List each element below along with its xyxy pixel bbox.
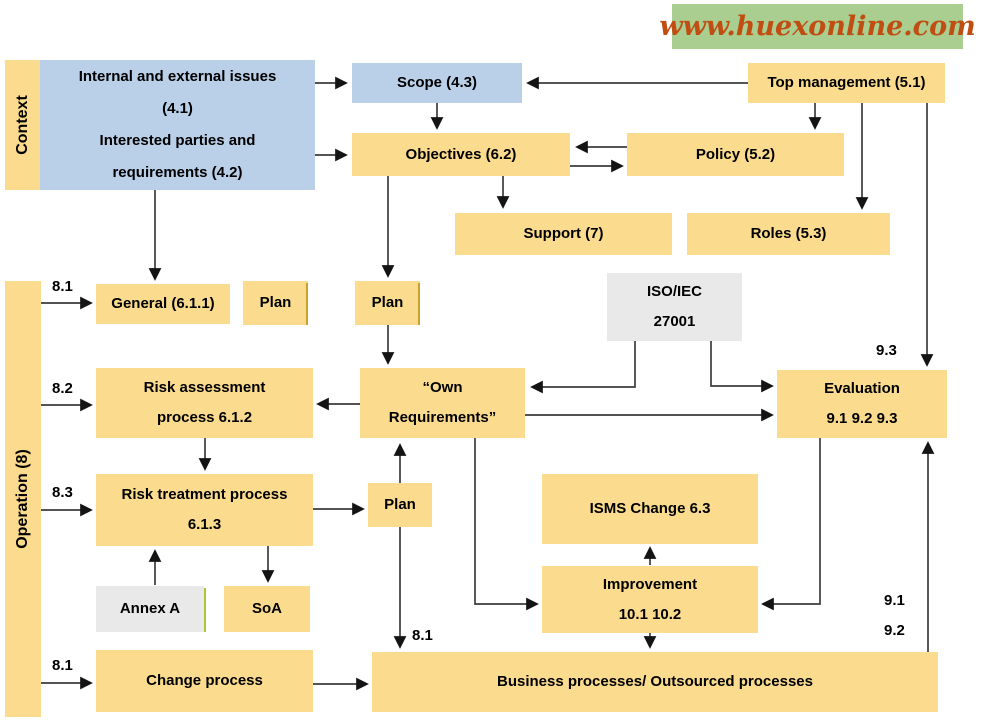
box-scope: Scope (4.3): [352, 63, 522, 103]
risk-treatment-line1: Risk treatment process: [121, 486, 288, 503]
policy-label: Policy (5.2): [695, 145, 776, 163]
label-9-2: 9.2: [884, 622, 905, 639]
iso-line2: 27001: [653, 313, 696, 330]
box-support: Support (7): [455, 213, 672, 255]
label-9-3: 9.3: [876, 342, 897, 359]
box-top-management: Top management (5.1): [748, 63, 945, 103]
roles-label: Roles (5.3): [750, 225, 827, 242]
box-plan-general: Plan: [243, 281, 308, 325]
box-iso-iec-27001: ISO/IEC 27001: [607, 273, 742, 341]
box-annex-a: Annex A: [96, 586, 204, 632]
objectives-label: Objectives (6.2): [405, 145, 517, 163]
box-plan-objectives: Plan: [355, 281, 420, 325]
plan-objectives-label: Plan: [371, 294, 404, 311]
risk-assessment-line1: Risk assessment: [143, 379, 266, 396]
band-context-label: Context: [13, 95, 31, 155]
box-soa: SoA: [224, 586, 310, 632]
improvement-line1: Improvement: [602, 575, 698, 593]
own-requirements-line2: Requirements”: [388, 409, 497, 426]
label-8-1-business: 8.1: [412, 627, 433, 644]
improvement-line2: 10.1 10.2: [618, 605, 682, 623]
box-roles: Roles (5.3): [687, 213, 890, 255]
evaluation-line1: Evaluation: [824, 380, 900, 397]
annex-a-label: Annex A: [119, 600, 181, 617]
box-policy: Policy (5.2): [627, 133, 844, 176]
box-risk-treatment-process: Risk treatment process 6.1.3: [96, 474, 313, 546]
box-isms-change: ISMS Change 6.3: [542, 474, 758, 544]
box-risk-assessment-process: Risk assessment process 6.1.2: [96, 368, 313, 438]
issues-line1: Internal and external issues: [78, 68, 277, 85]
plan-objectives-edge-line: [418, 283, 420, 325]
change-process-label: Change process: [146, 672, 263, 689]
annex-a-edge-line: [204, 588, 206, 632]
label-8-3: 8.3: [52, 484, 73, 501]
scope-label: Scope (4.3): [396, 74, 478, 91]
box-business-processes: Business processes/ Outsourced processes: [372, 652, 938, 712]
issues-line2: (4.1): [162, 100, 193, 117]
box-internal-external-issues: Internal and external issues (4.1) Inter…: [40, 60, 315, 190]
risk-treatment-line2: 6.1.3: [187, 516, 222, 533]
plan-general-edge-line: [306, 283, 308, 325]
plan-risk-treatment-label: Plan: [384, 496, 416, 513]
label-8-2: 8.2: [52, 380, 73, 397]
box-objectives: Objectives (6.2): [352, 133, 570, 176]
general-label: General (6.1.1): [111, 295, 215, 312]
band-context: Context: [5, 60, 40, 190]
issues-line4: requirements (4.2): [112, 164, 243, 181]
top-management-label: Top management (5.1): [767, 74, 926, 91]
soa-label: SoA: [252, 600, 282, 617]
box-plan-risk-treatment: Plan: [368, 483, 432, 527]
evaluation-line2: 9.1 9.2 9.3: [826, 410, 898, 427]
box-change-process: Change process: [96, 650, 313, 712]
iso-line1: ISO/IEC: [646, 283, 702, 300]
watermark-text: www.huexonline.com: [659, 11, 976, 42]
label-9-1: 9.1: [884, 592, 905, 609]
support-label: Support (7): [523, 225, 604, 242]
label-8-1-change-process: 8.1: [52, 657, 73, 674]
business-processes-label: Business processes/ Outsourced processes: [497, 673, 813, 690]
risk-assessment-line2: process 6.1.2: [156, 409, 253, 426]
isms-change-label: ISMS Change 6.3: [589, 500, 711, 517]
own-requirements-line1: “Own: [422, 379, 463, 396]
box-general: General (6.1.1): [96, 284, 230, 324]
box-evaluation: Evaluation 9.1 9.2 9.3: [777, 370, 947, 438]
band-operation-label: Operation (8): [14, 449, 31, 549]
issues-line3: Interested parties and: [99, 132, 256, 149]
label-8-1-general: 8.1: [52, 278, 73, 295]
band-operation: Operation (8): [5, 281, 41, 717]
plan-general-label: Plan: [259, 294, 292, 311]
box-own-requirements: “Own Requirements”: [360, 368, 525, 438]
watermark-banner: www.huexonline.com: [659, 4, 976, 49]
box-improvement: Improvement 10.1 10.2: [542, 566, 758, 633]
